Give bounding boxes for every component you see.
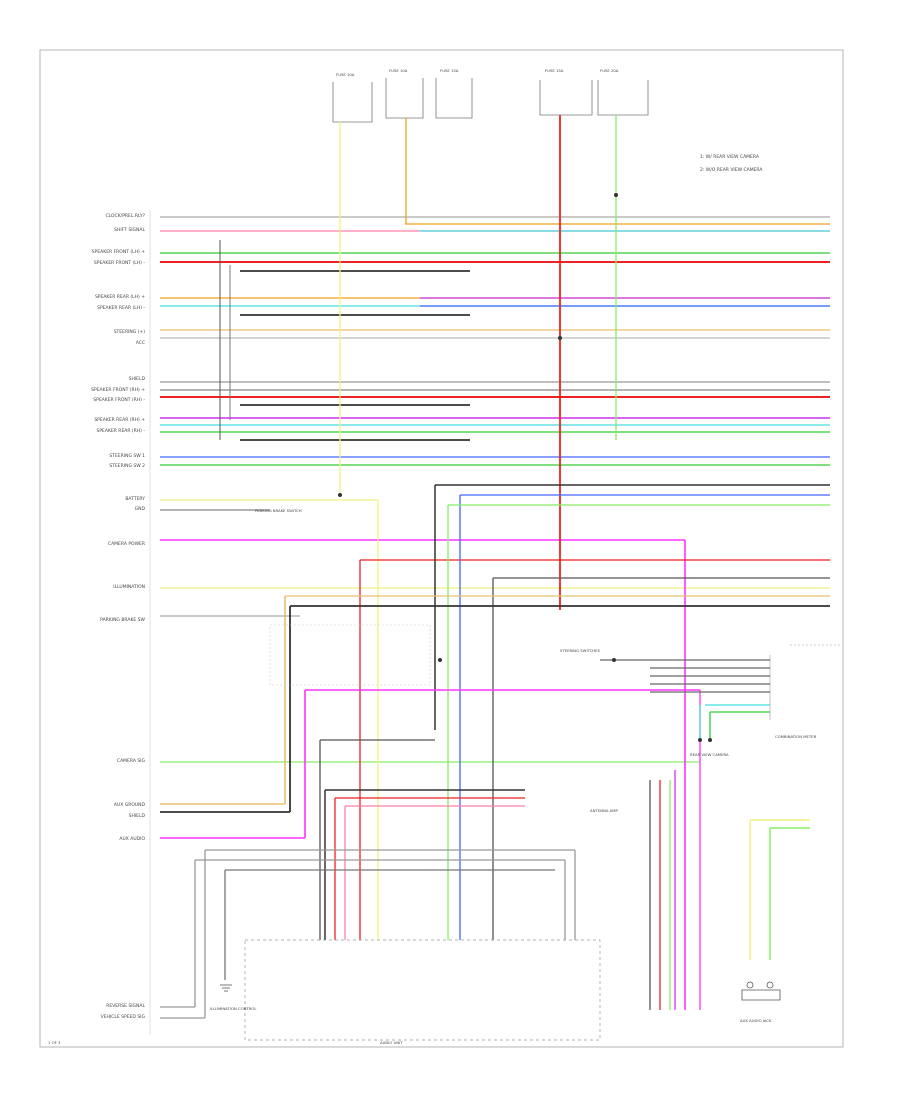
pin-label: SPEAKER FRONT (RH) - (93, 397, 145, 403)
aux-jack-symbol (741, 981, 781, 1001)
splice-points (338, 193, 712, 742)
left-labels: CLOCK/PREL.RLY? SHIFT SIGNAL SPEAKER FRO… (91, 213, 145, 1020)
pin-label: SPEAKER FRONT (RH) + (91, 387, 145, 393)
pin-label: PARKING BRAKE SW (100, 617, 145, 623)
pin-label: STEERING SW 1 (109, 453, 145, 459)
fuse-captions: FUSE 10A FUSE 10A FUSE 15A FUSE 15A FUSE… (336, 68, 619, 77)
fuse-label: FUSE 10A (336, 72, 355, 77)
pin-label: GND (135, 506, 146, 512)
pin-label: AUX GROUND (114, 802, 146, 808)
steering-switch-connector (769, 644, 840, 720)
component-label: STEERING SWITCHES (560, 648, 601, 653)
head-unit-label: AUDIO UNIT (380, 1040, 403, 1045)
pin-label: SPEAKER REAR (LH) + (95, 294, 145, 300)
pin-label: CAMERA POWER (108, 541, 145, 547)
pin-label: SPEAKER FRONT (LH) - (94, 260, 145, 266)
legend-item: 2: W/O REAR VIEW CAMERA (700, 167, 763, 173)
pin-label: SPEAKER FRONT (LH) + (92, 249, 145, 255)
pin-label: CLOCK/PREL.RLY? (106, 213, 146, 219)
pin-label: SHIELD (129, 376, 146, 382)
pin-label: STEERING SW 2 (109, 463, 145, 469)
pin-label: SHIELD (129, 813, 146, 819)
pin-label: SHIFT SIGNAL (114, 227, 145, 233)
pin-label: ACC (136, 340, 145, 346)
legend: 1: W/ REAR VIEW CAMERA 2: W/O REAR VIEW … (700, 154, 763, 173)
pin-label: AUX AUDIO (119, 836, 145, 842)
diagram-frame (39, 49, 844, 1048)
component-label: ANTENNA AMP (590, 808, 619, 813)
fuse-boxes (332, 78, 649, 123)
pin-label: VEHICLE SPEED SIG (101, 1014, 146, 1020)
pin-label: STEERING (+) (114, 329, 146, 335)
connector-lines (600, 659, 770, 693)
ground-symbol (220, 984, 232, 992)
pin-label: SPEAKER REAR (LH) - (97, 305, 145, 311)
fuse-label: FUSE 10A (389, 68, 408, 73)
component-label: COMBINATION METER (775, 734, 817, 739)
vertical-wires (194, 115, 830, 1018)
pin-label: REVERSE SIGNAL (106, 1003, 145, 1009)
component-labels: PARKING BRAKE SWITCH STEERING SWITCHES C… (210, 508, 817, 1023)
pin-label: SPEAKER REAR (RH) - (96, 428, 145, 434)
illumination-control-box (269, 624, 431, 686)
fuse-label: FUSE 20A (600, 68, 619, 73)
component-label: PARKING BRAKE SWITCH (255, 508, 302, 513)
page-ref: 1 OF 3 (48, 1040, 61, 1045)
pin-label: ILLUMINATION (113, 584, 145, 590)
legend-item: 1: W/ REAR VIEW CAMERA (700, 154, 760, 160)
wires (160, 216, 830, 1019)
component-label: ILLUMINATION CONTROL (210, 1006, 257, 1011)
fuse-label: FUSE 15A (545, 68, 564, 73)
pin-label: BATTERY (125, 496, 145, 502)
component-label: REAR VIEW CAMERA (690, 752, 729, 757)
head-unit-box (244, 939, 601, 1041)
pin-label: CAMERA SIG (117, 758, 146, 764)
component-label: AUX AUDIO JACK (740, 1018, 772, 1023)
fuse-label: FUSE 15A (440, 68, 459, 73)
pin-label: SPEAKER REAR (RH) + (94, 417, 145, 423)
